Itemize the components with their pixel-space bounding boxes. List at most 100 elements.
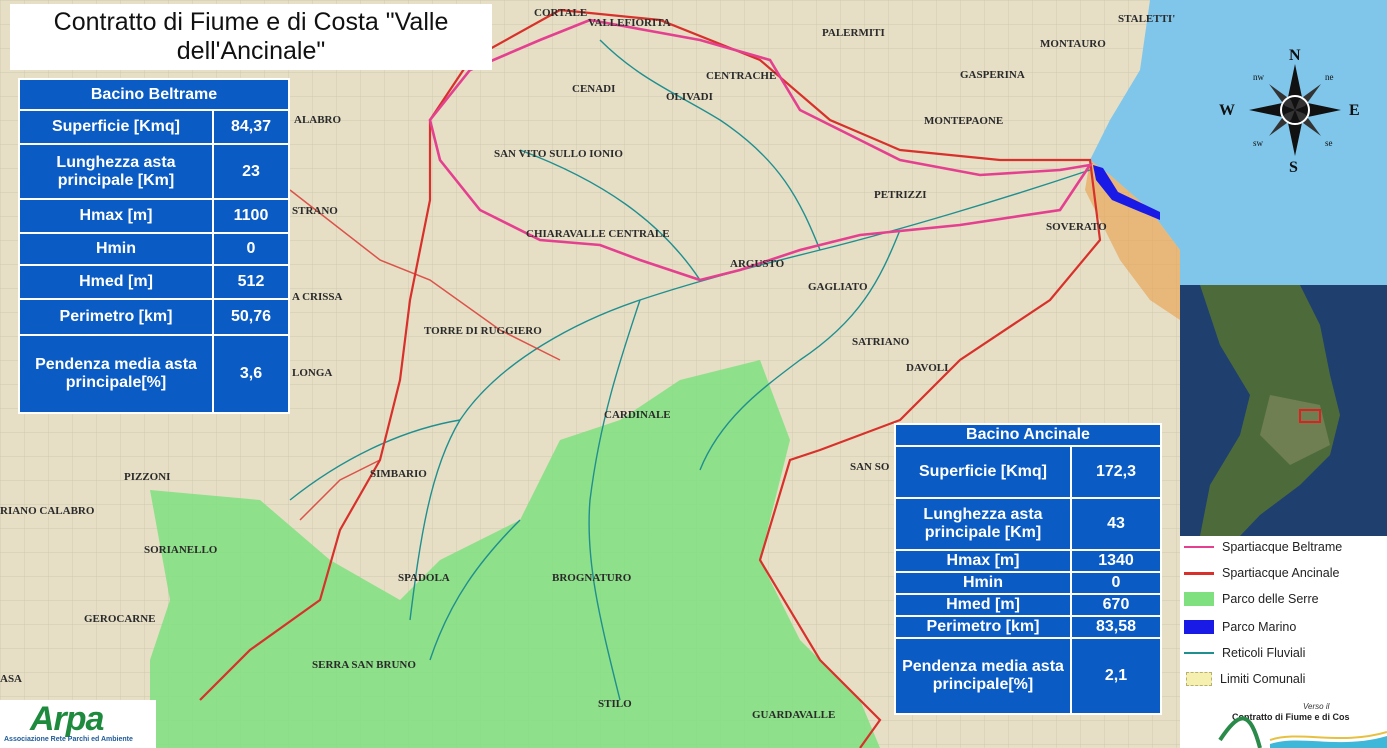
svg-text:PIZZONI: PIZZONI	[124, 471, 170, 483]
bacino-ancinale-table: Bacino Ancinale Superficie [Kmq]172,3 Lu…	[894, 423, 1162, 715]
row-label: Pendenza media asta principale[%]	[894, 637, 1072, 715]
svg-text:PETRIZZI: PETRIZZI	[874, 189, 927, 201]
place-labels: CORTALE VALLEFIORITA PALERMITI STALETTI'…	[0, 7, 1175, 721]
svg-text:SIMBARIO: SIMBARIO	[370, 468, 427, 480]
row-value: 512	[212, 264, 290, 300]
svg-text:sw: sw	[1253, 138, 1264, 148]
svg-text:ALABRO: ALABRO	[294, 114, 342, 126]
row-label: Hmed [m]	[18, 264, 214, 300]
row-value: 3,6	[212, 334, 290, 414]
svg-text:DAVOLI: DAVOLI	[906, 362, 948, 374]
svg-text:SAN SO: SAN SO	[850, 461, 890, 473]
svg-text:A CRISSA: A CRISSA	[292, 291, 342, 303]
row-value: 83,58	[1070, 615, 1162, 639]
svg-text:se: se	[1325, 138, 1333, 148]
row-label: Superficie [Kmq]	[18, 109, 214, 145]
legend-item: Reticoli Fluviali	[1184, 646, 1305, 660]
row-label: Hmin	[18, 232, 214, 266]
map-legend: Spartiacque Beltrame Spartiacque Ancinal…	[1180, 536, 1387, 748]
svg-text:GEROCARNE: GEROCARNE	[84, 613, 156, 625]
contract-logo-wave-icon	[1218, 716, 1387, 748]
svg-text:N: N	[1289, 47, 1301, 64]
row-value: 0	[1070, 571, 1162, 595]
row-label: Hmax [m]	[894, 549, 1072, 573]
svg-text:MONTEPAONE: MONTEPAONE	[924, 115, 1003, 127]
svg-text:VALLEFIORITA: VALLEFIORITA	[588, 17, 671, 29]
svg-text:CORTALE: CORTALE	[534, 7, 587, 19]
row-value: 0	[212, 232, 290, 266]
arpa-logo: Arpa Associazione Rete Parchi ed Ambient…	[0, 700, 156, 748]
row-label: Hmed [m]	[894, 593, 1072, 617]
svg-text:TORRE DI RUGGIERO: TORRE DI RUGGIERO	[424, 325, 542, 337]
row-label: Pendenza media asta principale[%]	[18, 334, 214, 414]
legend-line-icon	[1184, 566, 1214, 580]
svg-text:CENADI: CENADI	[572, 83, 615, 95]
row-value: 172,3	[1070, 445, 1162, 499]
row-value: 43	[1070, 497, 1162, 551]
svg-text:ARGUSTO: ARGUSTO	[730, 258, 785, 270]
svg-text:RIANO CALABRO: RIANO CALABRO	[0, 505, 95, 517]
svg-text:SATRIANO: SATRIANO	[852, 336, 910, 348]
legend-fill-icon	[1184, 620, 1214, 634]
svg-text:STILO: STILO	[598, 698, 632, 710]
legend-item: Spartiacque Ancinale	[1184, 566, 1339, 580]
map-title: Contratto di Fiume e di Costa "Valle del…	[10, 4, 492, 70]
svg-text:CHIARAVALLE CENTRALE: CHIARAVALLE CENTRALE	[526, 228, 670, 240]
row-label: Hmax [m]	[18, 198, 214, 234]
parco-marino-area	[1093, 165, 1160, 220]
row-label: Lunghezza asta principale [Km]	[18, 143, 214, 200]
legend-item: Spartiacque Beltrame	[1184, 540, 1342, 554]
svg-text:CARDINALE: CARDINALE	[604, 409, 671, 421]
row-value: 23	[212, 143, 290, 200]
row-value: 1340	[1070, 549, 1162, 573]
row-value: 2,1	[1070, 637, 1162, 715]
legend-item: Limiti Comunali	[1184, 672, 1305, 686]
table-header: Bacino Beltrame	[18, 78, 290, 111]
parco-serre-area	[150, 360, 880, 748]
spartiacque-ancinale-line	[199, 8, 1102, 748]
row-value: 84,37	[212, 109, 290, 145]
svg-text:MONTAURO: MONTAURO	[1040, 38, 1106, 50]
calabria-satellite-inset	[1180, 285, 1387, 536]
svg-text:SPADOLA: SPADOLA	[398, 572, 450, 584]
svg-text:SOVERATO: SOVERATO	[1046, 221, 1107, 233]
verso-label: Verso il	[1303, 702, 1330, 711]
row-value: 670	[1070, 593, 1162, 617]
svg-text:STRANO: STRANO	[292, 205, 338, 217]
svg-text:LONGA: LONGA	[292, 367, 332, 379]
row-label: Perimetro [km]	[894, 615, 1072, 639]
legend-fill-icon	[1184, 592, 1214, 606]
svg-text:OLIVADI: OLIVADI	[666, 91, 713, 103]
row-label: Superficie [Kmq]	[894, 445, 1072, 499]
svg-text:GAGLIATO: GAGLIATO	[808, 281, 868, 293]
svg-text:STALETTI': STALETTI'	[1118, 13, 1175, 25]
svg-text:SORIANELLO: SORIANELLO	[144, 544, 218, 556]
spartiacque-beltrame-line	[428, 18, 1093, 282]
svg-text:E: E	[1349, 102, 1360, 119]
table-header: Bacino Ancinale	[894, 423, 1162, 447]
row-value: 50,76	[212, 298, 290, 336]
verso-contract-label: Contratto di Fiume e di Cos	[1232, 712, 1350, 722]
row-label: Lunghezza asta principale [Km]	[894, 497, 1072, 551]
legend-line-icon	[1184, 646, 1214, 660]
legend-line-icon	[1184, 540, 1214, 554]
row-label: Perimetro [km]	[18, 298, 214, 336]
row-value: 1100	[212, 198, 290, 234]
svg-text:GASPERINA: GASPERINA	[960, 69, 1025, 81]
svg-text:SAN VITO SULLO IONIO: SAN VITO SULLO IONIO	[494, 148, 623, 160]
legend-dashed-icon	[1186, 672, 1212, 686]
row-label: Hmin	[894, 571, 1072, 595]
svg-text:nw: nw	[1253, 72, 1265, 82]
svg-text:ASA: ASA	[0, 673, 22, 685]
svg-text:PALERMITI: PALERMITI	[822, 27, 885, 39]
svg-text:S: S	[1289, 159, 1298, 176]
svg-text:GUARDAVALLE: GUARDAVALLE	[752, 709, 835, 721]
compass-rose-icon: N S E W ne nw se sw	[1219, 47, 1360, 176]
bacino-beltrame-table: Bacino Beltrame Superficie [Kmq]84,37 Lu…	[18, 78, 290, 414]
legend-item: Parco delle Serre	[1184, 592, 1319, 606]
svg-text:SERRA SAN BRUNO: SERRA SAN BRUNO	[312, 659, 416, 671]
svg-text:BROGNATURO: BROGNATURO	[552, 572, 632, 584]
river-network	[289, 39, 1091, 701]
svg-text:ne: ne	[1325, 72, 1334, 82]
legend-item: Parco Marino	[1184, 620, 1296, 634]
